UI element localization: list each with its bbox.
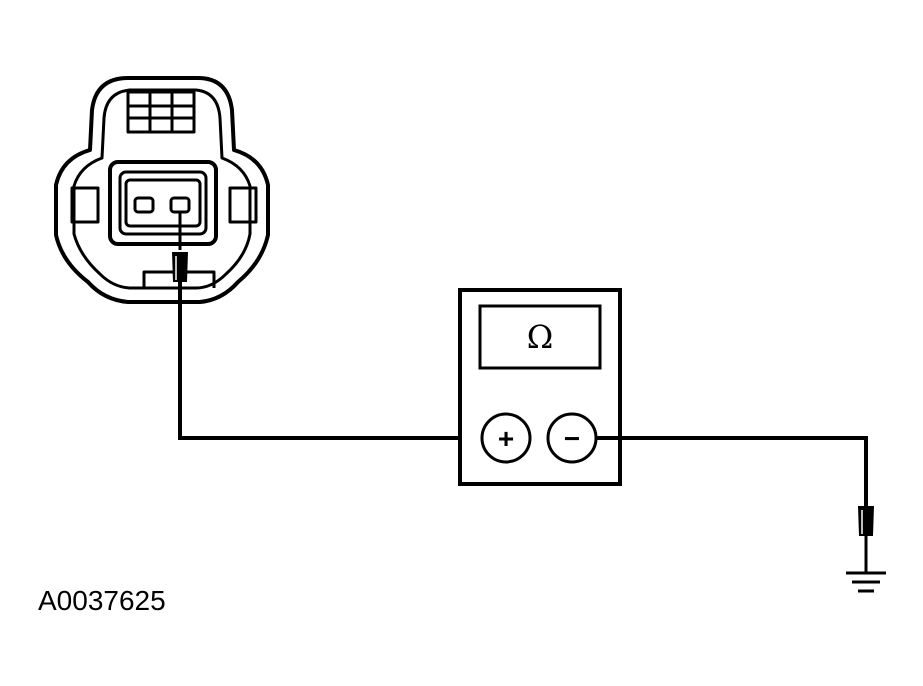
connector	[54, 76, 270, 304]
pin-2	[169, 196, 191, 214]
ground-icon	[846, 571, 886, 593]
right-rib	[228, 186, 258, 224]
positive-terminal-label: +	[498, 423, 514, 454]
negative-terminal-label: −	[564, 423, 580, 454]
probe-tip-ground	[858, 506, 874, 572]
positive-terminal	[480, 412, 532, 464]
pin-1	[133, 196, 155, 214]
connector-inner-housing	[72, 88, 252, 290]
probe-tip-connector	[172, 212, 188, 282]
positive-lead-wire	[178, 282, 482, 440]
locking-tab	[126, 90, 196, 134]
connector-outer-housing	[54, 76, 270, 304]
negative-lead-wire	[596, 436, 868, 506]
ohmmeter: Ω + −	[458, 288, 622, 486]
ohm-symbol: Ω	[527, 318, 554, 356]
left-rib	[70, 186, 100, 224]
terminal-cavity-outer	[108, 160, 218, 246]
terminal-cavity-core	[124, 178, 202, 228]
figure-id: A0037625	[38, 585, 166, 616]
terminal-cavity-inner	[118, 170, 208, 236]
ohmmeter-display	[478, 304, 602, 370]
